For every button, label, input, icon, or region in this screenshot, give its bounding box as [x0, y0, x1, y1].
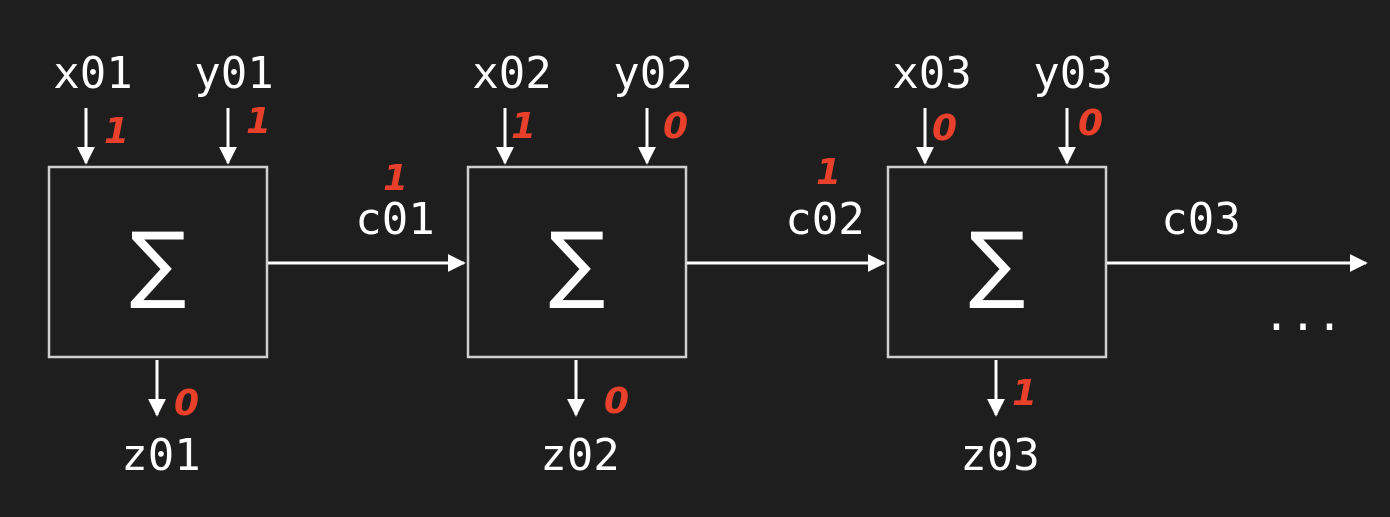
adder-3-x-bit: 0 [932, 108, 957, 149]
adder-2-x-bit: 1 [511, 106, 536, 147]
carry-2-label: c02 [785, 194, 864, 245]
adder-2-z-label: z02 [540, 430, 619, 481]
adder-3-z-bit: 1 [1012, 373, 1037, 414]
adder-3: ∑ x03 y03 0 0 1 z03 [886, 48, 1113, 481]
carry-3-label: c03 [1161, 194, 1240, 245]
adder-1-z-bit: 0 [174, 383, 199, 424]
adder-3-sigma: ∑ [969, 214, 1026, 312]
adder-3-y-label: y03 [1033, 48, 1112, 99]
adder-1: ∑ x01 y01 1 1 0 z01 [47, 48, 274, 481]
adder-3-z-label: z03 [960, 430, 1039, 481]
carry-2-bit: 1 [816, 152, 841, 193]
adder-2-y-label: y02 [613, 48, 692, 99]
adder-1-sigma: ∑ [130, 214, 187, 312]
continuation-ellipsis: ... [1263, 290, 1342, 341]
adder-1-box [47, 165, 269, 359]
adder-2-sigma: ∑ [549, 214, 606, 312]
adder-1-x-bit: 1 [104, 111, 129, 152]
carry-1-label: c01 [355, 194, 434, 245]
adder-1-y-label: y01 [194, 48, 273, 99]
adder-3-box [886, 165, 1108, 359]
carry-2: c02 1 [687, 152, 886, 272]
adder-3-x-label: x03 [892, 48, 971, 99]
carry-1-bit: 1 [383, 158, 408, 199]
carry-1: c01 1 [268, 158, 466, 272]
adder-1-y-bit: 1 [246, 101, 271, 142]
adder-1-z-label: z01 [121, 430, 200, 481]
adder-2-x-label: x02 [472, 48, 551, 99]
adder-2: ∑ x02 y02 1 0 0 z02 [466, 48, 693, 481]
adder-3-y-bit: 0 [1078, 103, 1103, 144]
adder-2-y-bit: 0 [663, 106, 688, 147]
adder-2-z-bit: 0 [604, 381, 629, 422]
adder-1-x-label: x01 [53, 48, 132, 99]
adder-2-box [466, 165, 688, 359]
carry-3: c03 [1107, 194, 1368, 272]
